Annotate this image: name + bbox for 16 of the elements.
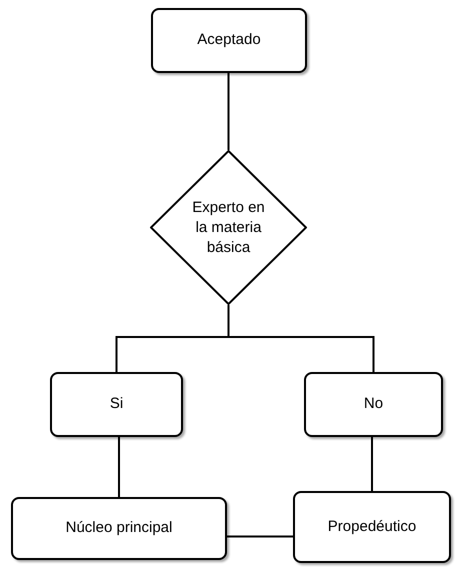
connector-line bbox=[118, 437, 120, 497]
box-label: Propedéutico bbox=[328, 516, 416, 537]
process-box bbox=[151, 8, 307, 73]
box-label: No bbox=[364, 394, 384, 414]
decision-text: Experto en la materia básica bbox=[191, 198, 266, 258]
process-box bbox=[304, 372, 443, 437]
connector-line bbox=[227, 536, 293, 538]
box-label: Si bbox=[110, 394, 124, 414]
process-box bbox=[11, 497, 227, 560]
connector-line bbox=[228, 305, 374, 372]
box-label: Núcleo principal bbox=[66, 518, 172, 538]
process-box bbox=[50, 372, 183, 437]
process-box bbox=[293, 491, 451, 563]
connector-line bbox=[228, 73, 230, 150]
box-label: Aceptado bbox=[197, 30, 261, 50]
connector-line bbox=[371, 437, 373, 491]
